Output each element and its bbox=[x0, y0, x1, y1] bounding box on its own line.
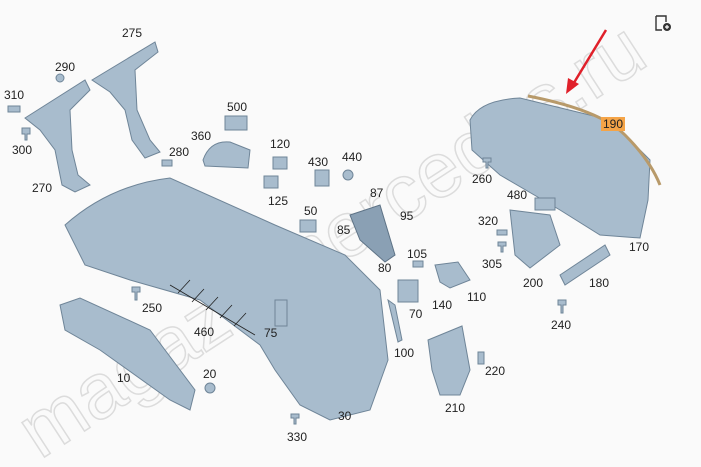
part-210[interactable] bbox=[427, 325, 471, 396]
part-label-80[interactable]: 80 bbox=[378, 261, 392, 275]
part-105[interactable] bbox=[412, 260, 424, 268]
part-240[interactable] bbox=[557, 299, 567, 314]
part-label-75[interactable]: 75 bbox=[264, 326, 278, 340]
part-480[interactable] bbox=[534, 197, 556, 211]
part-180[interactable] bbox=[559, 244, 611, 286]
part-label-20[interactable]: 20 bbox=[203, 367, 217, 381]
part-label-85[interactable]: 85 bbox=[337, 223, 351, 237]
part-label-125[interactable]: 125 bbox=[268, 194, 289, 208]
part-label-87[interactable]: 87 bbox=[370, 186, 384, 200]
part-110[interactable] bbox=[434, 261, 471, 289]
part-label-300[interactable]: 300 bbox=[12, 143, 33, 157]
part-460-wire[interactable] bbox=[169, 279, 256, 336]
part-100[interactable] bbox=[387, 298, 403, 343]
part-label-320[interactable]: 320 bbox=[478, 214, 499, 228]
part-label-50[interactable]: 50 bbox=[304, 204, 318, 218]
part-label-240[interactable]: 240 bbox=[551, 318, 572, 332]
pointer-arrow bbox=[570, 29, 608, 87]
part-170-diffuser[interactable] bbox=[469, 97, 651, 239]
part-label-330[interactable]: 330 bbox=[287, 430, 308, 444]
part-label-200[interactable]: 200 bbox=[523, 276, 544, 290]
part-330[interactable] bbox=[290, 413, 300, 425]
part-10-impact-absorber[interactable] bbox=[59, 297, 196, 411]
part-270-bracket[interactable] bbox=[24, 79, 91, 193]
part-label-310[interactable]: 310 bbox=[4, 88, 25, 102]
part-label-275[interactable]: 275 bbox=[122, 26, 143, 40]
pointer-arrowhead bbox=[566, 78, 579, 94]
part-200[interactable] bbox=[509, 209, 561, 269]
part-20[interactable] bbox=[204, 382, 216, 394]
part-280[interactable] bbox=[161, 159, 173, 167]
part-label-140[interactable]: 140 bbox=[432, 298, 453, 312]
part-label-480[interactable]: 480 bbox=[507, 188, 528, 202]
part-190-trim[interactable] bbox=[527, 94, 662, 186]
part-500[interactable] bbox=[224, 115, 248, 131]
part-label-100[interactable]: 100 bbox=[394, 346, 415, 360]
part-50[interactable] bbox=[299, 219, 317, 233]
part-label-105[interactable]: 105 bbox=[407, 247, 428, 261]
part-125[interactable] bbox=[263, 175, 279, 189]
add-to-list-icon[interactable] bbox=[654, 14, 672, 32]
part-label-210[interactable]: 210 bbox=[445, 401, 466, 415]
part-310[interactable] bbox=[7, 105, 21, 113]
part-label-10[interactable]: 10 bbox=[117, 371, 131, 385]
part-250[interactable] bbox=[131, 286, 141, 301]
part-label-180[interactable]: 180 bbox=[589, 276, 610, 290]
part-label-95[interactable]: 95 bbox=[400, 209, 414, 223]
part-label-220[interactable]: 220 bbox=[485, 364, 506, 378]
part-80-grille[interactable] bbox=[349, 204, 396, 263]
part-260[interactable] bbox=[482, 157, 492, 169]
part-label-110[interactable]: 110 bbox=[467, 290, 487, 304]
part-75[interactable] bbox=[274, 299, 288, 327]
part-440[interactable] bbox=[342, 169, 354, 181]
part-320[interactable] bbox=[496, 229, 508, 236]
part-label-260[interactable]: 260 bbox=[472, 172, 493, 186]
part-120[interactable] bbox=[272, 156, 288, 170]
part-label-460[interactable]: 460 bbox=[194, 325, 215, 339]
part-label-440[interactable]: 440 bbox=[342, 150, 363, 164]
part-30-bumper-cover[interactable] bbox=[64, 177, 389, 421]
part-70[interactable] bbox=[397, 279, 419, 303]
part-label-120[interactable]: 120 bbox=[270, 137, 291, 151]
part-label-500[interactable]: 500 bbox=[227, 100, 248, 114]
part-label-430[interactable]: 430 bbox=[308, 155, 329, 169]
part-300[interactable] bbox=[21, 127, 31, 141]
part-220[interactable] bbox=[477, 351, 485, 365]
part-label-70[interactable]: 70 bbox=[409, 307, 423, 321]
part-label-270[interactable]: 270 bbox=[32, 181, 53, 195]
part-label-250[interactable]: 250 bbox=[142, 301, 163, 315]
part-label-305[interactable]: 305 bbox=[482, 257, 503, 271]
part-360[interactable] bbox=[202, 141, 251, 169]
part-label-30[interactable]: 30 bbox=[338, 409, 352, 423]
part-label-170[interactable]: 170 bbox=[629, 240, 650, 254]
part-430[interactable] bbox=[314, 169, 330, 187]
part-label-360[interactable]: 360 bbox=[191, 129, 212, 143]
part-275-bracket[interactable] bbox=[91, 41, 161, 159]
part-label-290[interactable]: 290 bbox=[55, 60, 76, 74]
part-290[interactable] bbox=[55, 73, 65, 83]
part-305[interactable] bbox=[497, 241, 507, 253]
part-label-280[interactable]: 280 bbox=[169, 145, 190, 159]
part-label-190[interactable]: 190 bbox=[601, 117, 626, 131]
